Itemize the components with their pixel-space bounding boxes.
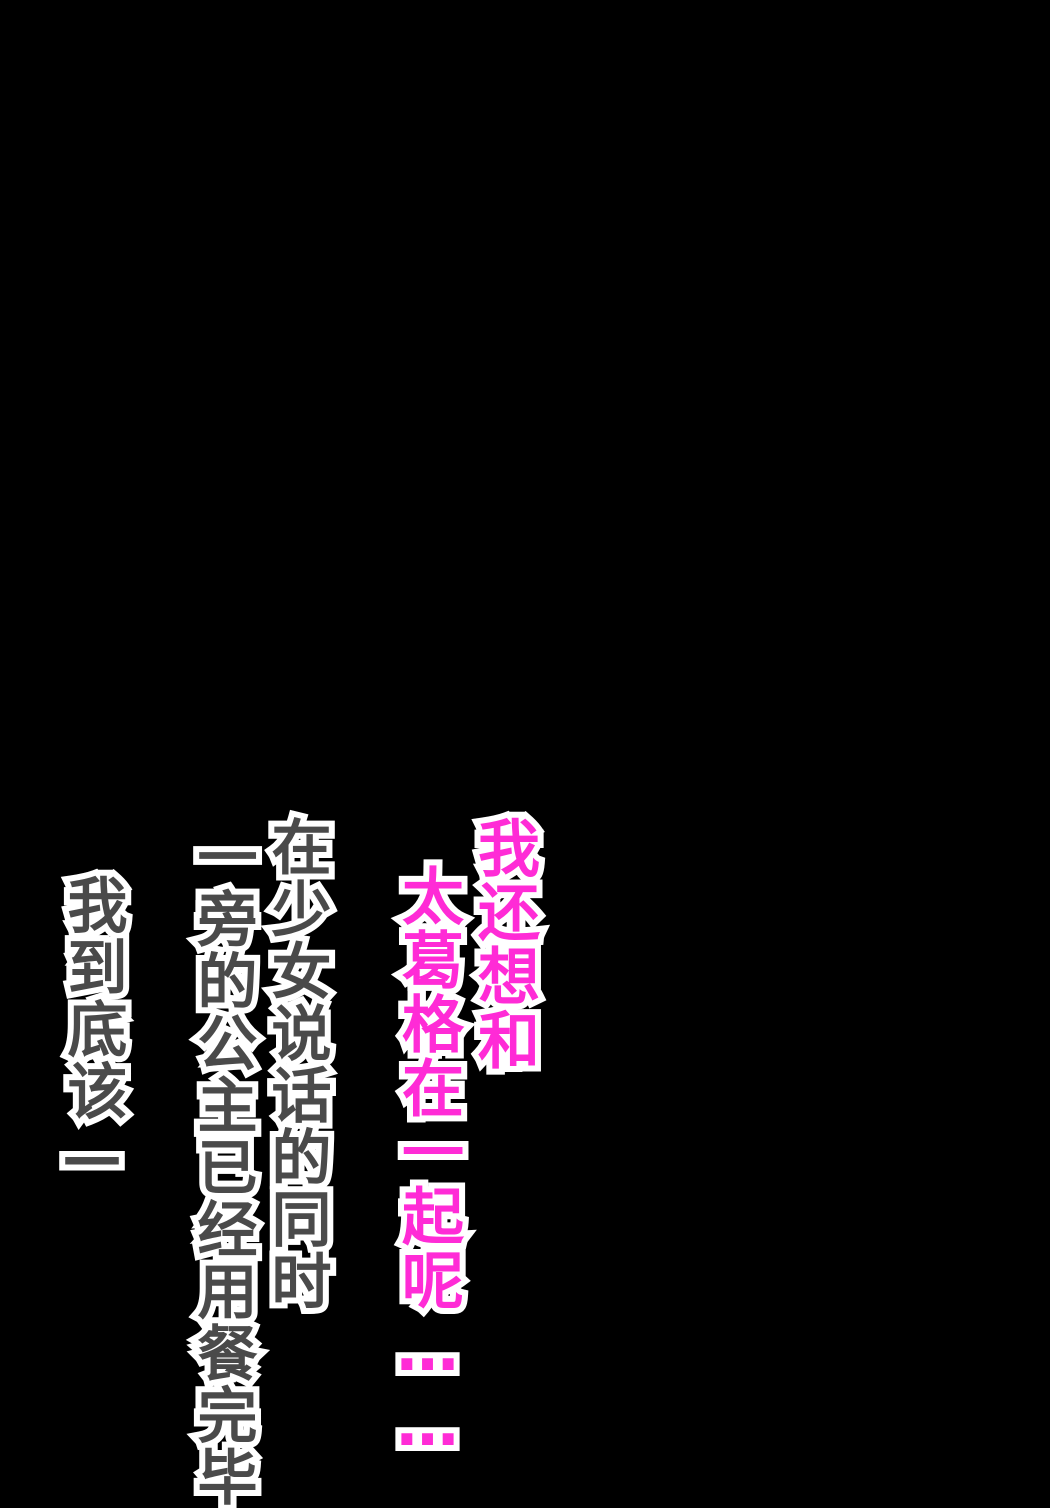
narration-line-2: 一旁的公主已经用餐完毕 (181, 820, 263, 1508)
narration-line-1: 在少女说话的同时 (255, 810, 337, 1318)
dialogue-line-1: 我还想和 (461, 810, 546, 1078)
dialogue-line-2: 太葛格在一起呢…… (385, 858, 470, 1468)
monologue-line: 我到底该— (51, 868, 133, 1200)
